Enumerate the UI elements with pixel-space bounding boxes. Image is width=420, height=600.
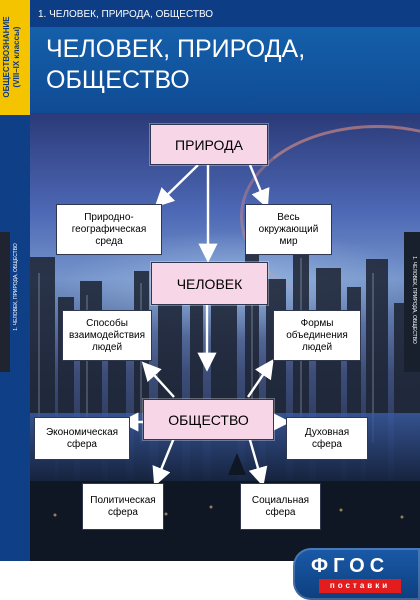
geo-env-line-3: среда	[95, 235, 123, 247]
logo-top-text: ФГОС	[311, 555, 390, 577]
geo-env-line-1: Природно-	[84, 211, 134, 223]
forms-line-3: людей	[301, 341, 333, 353]
world-line-2: окружающий	[258, 223, 319, 235]
polit-line-2: сфера	[108, 506, 138, 518]
forms-line-1: Формы	[300, 317, 334, 329]
obshchestvo-label: ОБЩЕСТВО	[168, 412, 249, 428]
fgos-logo: ФГОС поставки	[293, 548, 420, 600]
arrow-society-polit	[152, 432, 178, 487]
logo-red-band: поставки	[319, 579, 401, 593]
section-label: 1. ЧЕЛОВЕК, ПРИРОДА, ОБЩЕСТВО	[38, 9, 214, 20]
page-title-line-1: ЧЕЛОВЕК, ПРИРОДА,	[46, 35, 306, 63]
social-line-2: сфера	[265, 506, 296, 518]
title-area	[30, 27, 420, 113]
priroda-label: ПРИРОДА	[175, 137, 243, 153]
page-title: ЧЕЛОВЕК, ПРИРОДА, ОБЩЕСТВО	[46, 34, 346, 96]
arrow-society-social	[246, 432, 268, 487]
right-page-strip	[404, 232, 420, 372]
spirit-line-2: сфера	[312, 438, 342, 450]
econ-line-1: Экономическая	[45, 426, 119, 438]
chelovek-label: ЧЕЛОВЕК	[176, 276, 243, 292]
chelovek-box: ЧЕЛОВЕК	[151, 262, 268, 305]
left-page-strip	[0, 232, 10, 372]
arrow-priroda-world	[248, 164, 270, 209]
header-strip	[30, 0, 420, 27]
econ-line-2: сфера	[67, 438, 97, 450]
arrow-society-ways	[141, 361, 175, 398]
arrow-priroda-geo	[154, 164, 199, 208]
right-vertical-label: 1. ЧЕЛОВЕК, ПРИРОДА, ОБЩЕСТВО	[411, 256, 417, 344]
logo-bottom-text: поставки	[329, 581, 391, 590]
spirit-line-1: Духовная	[304, 426, 350, 438]
ways-line-1: Способы	[86, 317, 128, 329]
geo-env-line-2: географическая	[71, 223, 147, 235]
course-tab: ОБЩЕСТВОЗНАНИЕ (VIII–IX классы)	[0, 0, 30, 115]
obshchestvo-box: ОБЩЕСТВО	[143, 399, 274, 440]
ways-line-3: людей	[91, 341, 123, 353]
arrow-society-forms	[247, 359, 274, 398]
forms-line-2: объединения	[286, 329, 348, 341]
world-line-1: Весь	[277, 211, 300, 223]
social-line-1: Социальная	[251, 494, 310, 506]
world-line-3: мир	[279, 235, 298, 247]
priroda-box: ПРИРОДА	[150, 124, 268, 165]
polit-line-1: Политическая	[90, 494, 156, 506]
ways-line-2: взаимодействия	[68, 329, 146, 341]
page-title-line-2: ОБЩЕСТВО	[46, 66, 190, 94]
